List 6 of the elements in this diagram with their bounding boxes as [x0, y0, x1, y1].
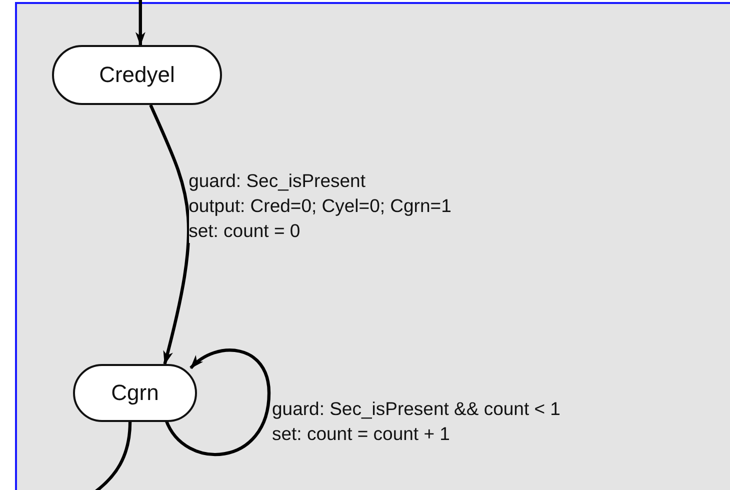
state-name: Credyel — [99, 62, 175, 88]
transition-arrow — [149, 104, 190, 365]
state-name: Cgrn — [111, 380, 159, 406]
state-box — [73, 364, 197, 422]
transition-arrow — [164, 348, 271, 456]
transition-arrow — [135, 0, 146, 46]
